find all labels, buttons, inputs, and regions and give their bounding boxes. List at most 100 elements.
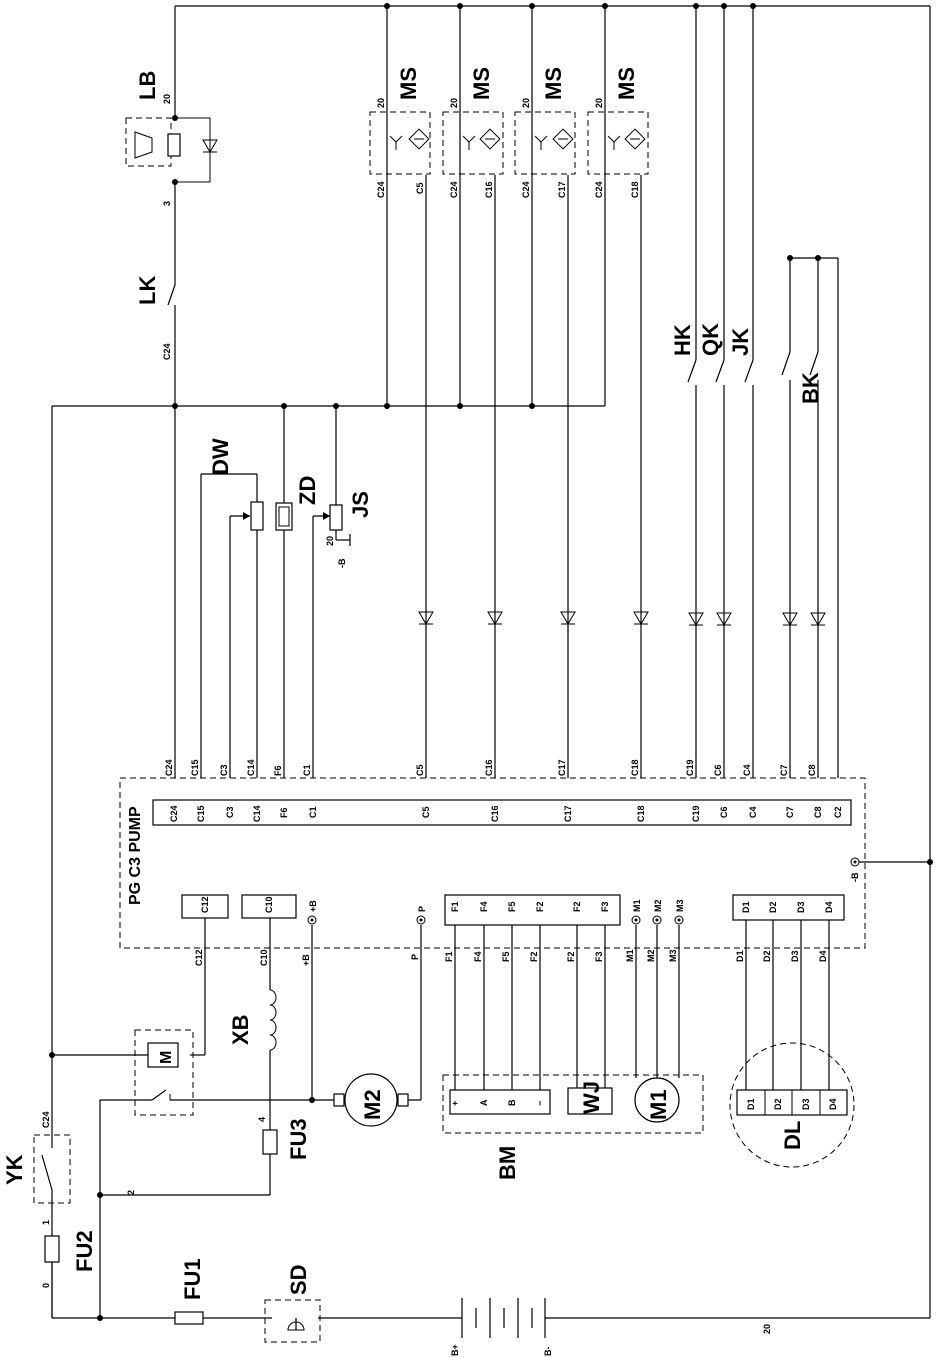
pin-f6: F6 (279, 807, 289, 818)
diode-row (418, 611, 826, 626)
hk-label: HK (670, 324, 695, 356)
yk-pin-c24: C24 (41, 1111, 51, 1128)
lower-terminals (181, 894, 845, 926)
m2-label: M2 (360, 1089, 385, 1120)
terminal-f1: F1 (450, 901, 460, 912)
fu2-label: FU2 (72, 1230, 97, 1272)
pin-c14: C14 (252, 805, 262, 822)
ms-pin-top-4: 20 (594, 98, 604, 108)
svg-text:F4: F4 (473, 951, 483, 962)
terminal-f4: F4 (479, 901, 489, 912)
dl-pin-d4: D4 (828, 1098, 838, 1110)
pin-c18: C18 (636, 805, 646, 822)
bm-label: BM (495, 1146, 520, 1180)
xb-label: XB (228, 1014, 253, 1045)
wire-label-c24: C24 (164, 759, 174, 776)
svg-text:F3: F3 (594, 951, 604, 962)
junction-dots (49, 3, 933, 1321)
js-neg-b: -B (337, 558, 347, 568)
m-contactor (134, 1029, 194, 1116)
m-label: M (158, 1051, 175, 1064)
jk-label: JK (728, 328, 753, 356)
svg-text:M1: M1 (625, 949, 635, 962)
wire-number-20-bottom: 20 (762, 1324, 772, 1334)
ms-pin-right-1: C5 (415, 182, 425, 194)
dl-pin-d1: D1 (746, 1098, 756, 1110)
yk-label: YK (2, 1154, 27, 1185)
ms-sensors (369, 111, 649, 175)
fu2-fuse (44, 1235, 60, 1318)
wire-label-c3: C3 (219, 764, 229, 776)
wire-label-c19: C19 (685, 759, 695, 776)
wire-labels: C24 C15 C3 C14 F6 C1 C5 C16 C17 C18 C19 … (164, 759, 817, 776)
wire-label-c1: C1 (302, 764, 312, 776)
dl-label: DL (780, 1121, 805, 1150)
wire-label-c17: C17 (557, 759, 567, 776)
ms-label-3: MS (541, 67, 566, 100)
dw-label: DW (208, 438, 233, 475)
controller-title: PG C3 PUMP (127, 806, 144, 905)
pin-c7: C7 (785, 806, 795, 818)
svg-text:M2: M2 (646, 949, 656, 962)
qk-label: QK (698, 323, 723, 356)
lk-wire-label: C24 (162, 343, 172, 360)
ms-pin-left-4: C24 (594, 181, 604, 198)
terminal-d1: D1 (741, 901, 751, 913)
wire-label-c7: C7 (779, 764, 789, 776)
battery (461, 1298, 546, 1338)
svg-text:M3: M3 (668, 949, 678, 962)
pin-c1: C1 (308, 806, 318, 818)
lower-wire-labels: C12 C10 +B P F1 F4 F5 F2 F2 F3 M1 M2 M3 … (194, 949, 828, 966)
wire-label-c6: C6 (713, 764, 723, 776)
wire-number-20-top: 20 (162, 94, 172, 104)
ms-sensor-1 (369, 111, 431, 175)
m2-motor (333, 1073, 409, 1127)
svg-text:C12: C12 (194, 949, 204, 966)
pin-c19: C19 (691, 805, 701, 822)
ms-pin-right-2: C16 (484, 181, 494, 198)
svg-text:C10: C10 (259, 949, 269, 966)
sd-label: SD (286, 1264, 311, 1295)
ms-pin-right-3: C17 (557, 181, 567, 198)
wire-number-4: 4 (257, 1117, 267, 1122)
limit-switches (687, 351, 819, 383)
battery-neg-label: B- (543, 1347, 553, 1357)
battery-pos-label: B+ (450, 1344, 460, 1356)
wire-number-0: 0 (41, 1283, 51, 1288)
wire-label-c5: C5 (415, 764, 425, 776)
xb-coil (269, 989, 277, 1051)
svg-text:F2: F2 (529, 951, 539, 962)
lk-switch (167, 284, 176, 306)
svg-text:F1: F1 (444, 951, 454, 962)
svg-text:D3: D3 (790, 950, 800, 962)
wire-number-2: 2 (126, 1190, 136, 1195)
fu1-fuse (174, 1311, 204, 1325)
fu3-fuse (262, 1129, 278, 1155)
bm-pin-plus: + (450, 1101, 460, 1106)
pin-c16: C16 (490, 805, 500, 822)
wire-label-c8: C8 (807, 764, 817, 776)
m1-label: M1 (646, 1089, 671, 1120)
ms-sensor-3 (514, 111, 576, 175)
pin-c15: C15 (196, 805, 206, 822)
ms-pin-right-4: C18 (630, 181, 640, 198)
wire-label-c15: C15 (190, 759, 200, 776)
wire-number-3: 3 (162, 201, 172, 206)
yk-switch (33, 1130, 71, 1236)
terminal-f2b: F2 (572, 901, 582, 912)
terminal-d3: D3 (796, 901, 806, 913)
wire-label-c4: C4 (742, 764, 752, 776)
ms-pin-left-3: C24 (521, 181, 531, 198)
pin-c17: C17 (563, 805, 573, 822)
ms-pin-left-2: C24 (449, 181, 459, 198)
wire-label-c16: C16 (484, 759, 494, 776)
ms-pin-top-3: 20 (521, 98, 531, 108)
dw-zd-js (243, 501, 351, 546)
terminal-m2: M2 (653, 899, 663, 912)
terminal-f5: F5 (507, 901, 517, 912)
svg-text:D1: D1 (735, 950, 745, 962)
wire-label-c14: C14 (246, 759, 256, 776)
svg-text:D4: D4 (818, 950, 828, 962)
ms-pin-top-1: 20 (376, 98, 386, 108)
wj-label: WJ (579, 1081, 604, 1114)
